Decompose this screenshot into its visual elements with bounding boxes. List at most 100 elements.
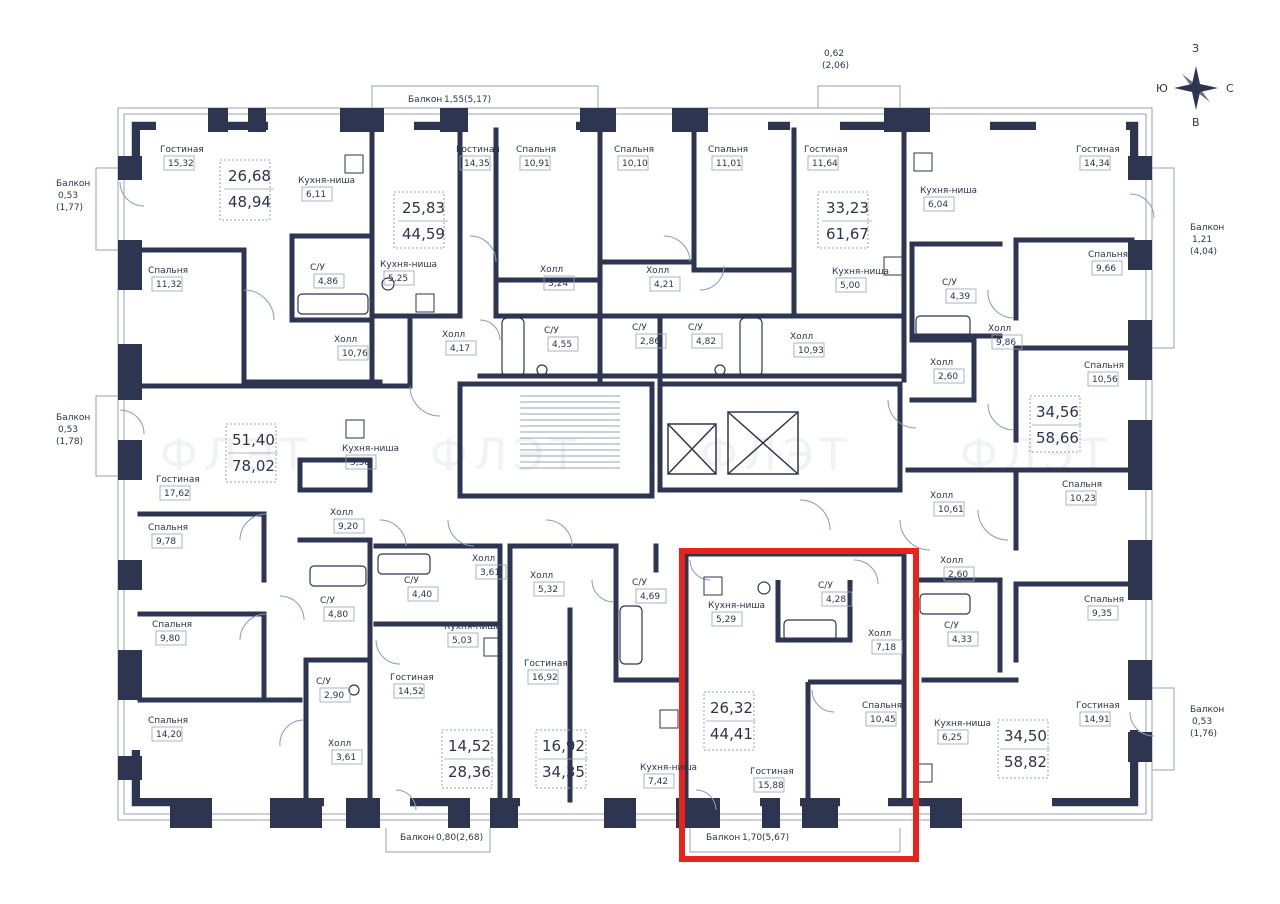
room-area-box — [519, 155, 551, 171]
room-area-box — [407, 586, 439, 602]
apartment-living-area: 33,23 — [826, 199, 869, 217]
room-area-box — [1087, 605, 1119, 621]
room-name: Холл — [540, 265, 563, 275]
apartment-total-area: 28,36 — [448, 763, 491, 781]
apartment-total-area: 78,02 — [232, 457, 275, 475]
room-area-box — [1087, 371, 1119, 387]
room-area-box — [151, 533, 183, 549]
room-area-box — [943, 566, 975, 582]
room-name: Спальня — [148, 266, 188, 276]
room-area: 9,78 — [156, 537, 176, 547]
room-area: 10,45 — [870, 715, 896, 725]
room-area-box — [643, 773, 675, 789]
apartment-living-area: 26,68 — [228, 167, 271, 185]
room-area: 10,10 — [622, 159, 648, 169]
room-area: 9,86 — [996, 338, 1016, 348]
room-area-box — [635, 588, 667, 604]
room-area-box — [151, 276, 183, 292]
room-area-box — [945, 288, 977, 304]
room-area-box — [649, 276, 681, 292]
room-area: 14,34 — [1084, 159, 1110, 169]
room-name: Спальня — [148, 523, 188, 533]
room-area: 16,92 — [532, 673, 558, 683]
compass-rose: З Ю С В — [1156, 42, 1234, 129]
room-area-box — [711, 611, 743, 627]
room-area: 6,11 — [306, 190, 326, 200]
room-name: Спальня — [516, 145, 556, 155]
room-name: Спальня — [862, 701, 902, 711]
windows — [130, 120, 1140, 810]
room-name: Гостиная — [156, 475, 200, 485]
room-name: Гостиная — [390, 673, 434, 683]
room-area-box — [345, 454, 377, 470]
room-area-box — [301, 186, 333, 202]
balcony-outlines — [95, 85, 1175, 853]
room-name: Спальня — [708, 145, 748, 155]
room-area: 10,91 — [524, 159, 550, 169]
room-area-box — [835, 277, 867, 293]
room-area-box — [313, 273, 345, 289]
compass-diagonal-icon — [1182, 74, 1210, 102]
room-area: 7,42 — [648, 777, 668, 787]
room-name: Кухня-ниша — [920, 186, 977, 196]
balcony-label: Балкон — [706, 833, 740, 843]
room-area: 3,24 — [548, 279, 568, 289]
balcony-label: Балкон — [400, 833, 434, 843]
room-area: 2,90 — [324, 691, 344, 701]
apartment-total-area: 34,35 — [542, 763, 585, 781]
room-name: Гостиная — [1076, 145, 1120, 155]
balcony-area: 0,80(2,68) — [436, 833, 483, 843]
room-area-box — [933, 501, 965, 517]
room-name: Спальня — [1062, 480, 1102, 490]
room-area: 9,80 — [160, 634, 180, 644]
room-area: 6,25 — [942, 733, 962, 743]
room-area: 9,20 — [338, 522, 358, 532]
room-name: Кухня-ниша — [298, 176, 355, 186]
room-area-box — [383, 270, 415, 286]
room-area-box — [393, 683, 425, 699]
room-area-box — [793, 342, 825, 358]
room-area: 14,20 — [156, 730, 182, 740]
room-area: 11,32 — [156, 280, 182, 290]
room-area: 17,62 — [164, 489, 190, 499]
watermark-text: ФЛЭТ — [160, 430, 313, 481]
room-area: 4,55 — [552, 340, 572, 350]
room-area: 4,17 — [450, 344, 470, 354]
room-area: 4,82 — [696, 337, 716, 347]
room-area: 10,23 — [1070, 494, 1096, 504]
apartment-total-area: 48,94 — [228, 193, 271, 211]
room-area-box — [475, 564, 507, 580]
highlighted-apartment[interactable] — [679, 548, 919, 862]
watermark: ФЛЭТ ФЛЭТ ФЛЭТ ФЛЭТ — [160, 430, 1107, 481]
fixtures — [297, 277, 971, 696]
room-area-box — [459, 155, 491, 171]
room-area-box — [871, 639, 903, 655]
room-area-box — [533, 581, 565, 597]
apartment-total-area: 44,41 — [710, 725, 753, 743]
room-area-box — [711, 155, 743, 171]
balcony-label: Балкон — [56, 179, 90, 189]
room-area-box — [865, 711, 897, 727]
room-area-box — [1079, 155, 1111, 171]
room-area-box — [319, 687, 351, 703]
room-area: 15,32 — [168, 159, 194, 169]
room-area-box — [159, 485, 191, 501]
room-name: С/У — [818, 581, 833, 591]
room-area: 14,91 — [1084, 715, 1110, 725]
room-area-box — [807, 155, 839, 171]
balcony-area-full: (4,04) — [1190, 247, 1217, 257]
staircase — [520, 395, 620, 469]
room-name: Спальня — [148, 716, 188, 726]
room-area-box — [937, 729, 969, 745]
room-name: Холл — [442, 330, 465, 340]
room-area: 11,01 — [716, 159, 742, 169]
room-area: 6,04 — [928, 200, 948, 210]
compass-west-label: Ю — [1156, 82, 1168, 95]
room-area: 5,03 — [452, 636, 472, 646]
room-name: Холл — [330, 508, 353, 518]
room-area: 3,61 — [336, 753, 356, 763]
room-area-box — [163, 155, 195, 171]
room-area: 10,61 — [938, 505, 964, 515]
